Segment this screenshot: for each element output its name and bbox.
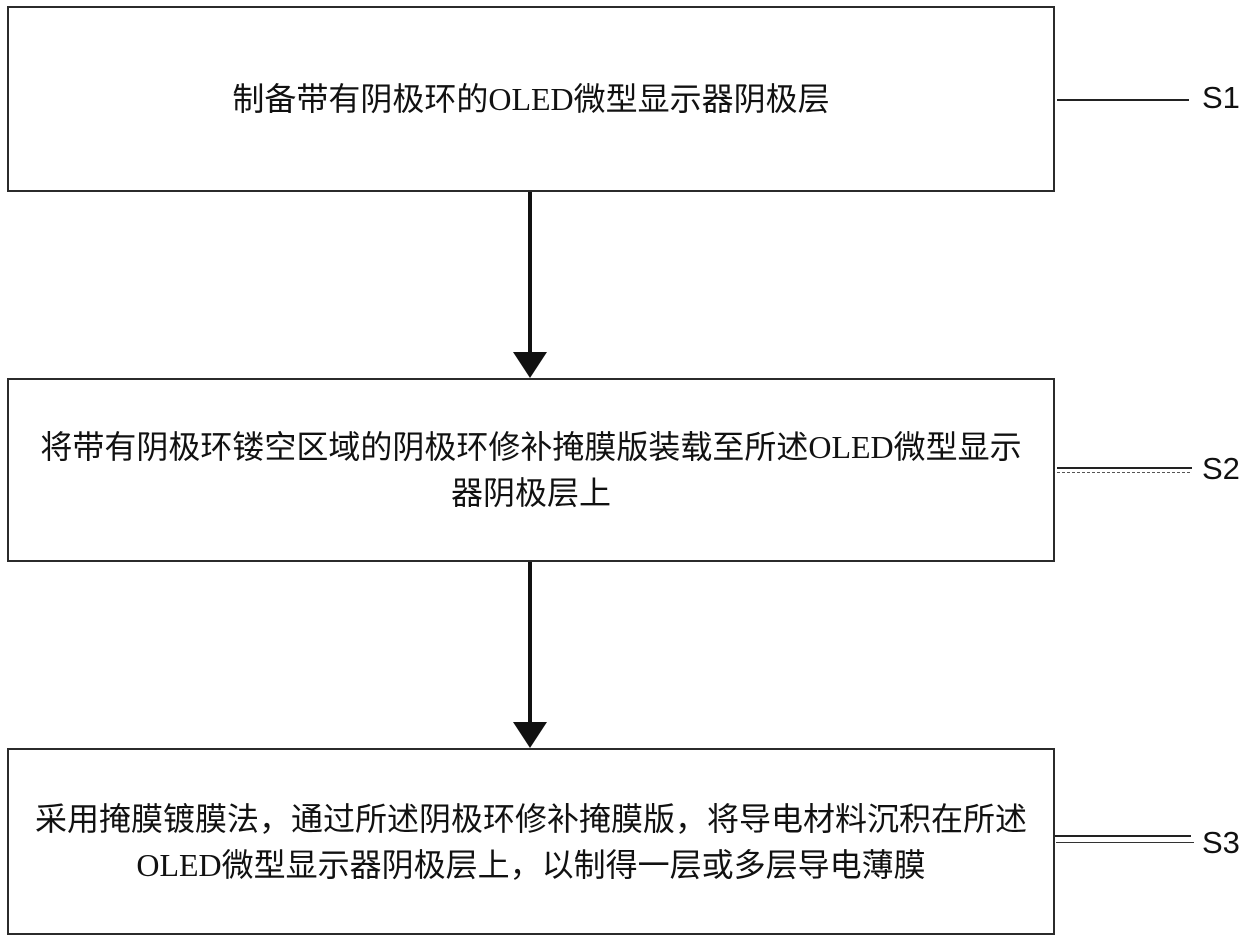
leader-line-s3 — [1055, 835, 1191, 837]
flow-arrow-2-shaft — [528, 562, 532, 724]
flow-arrow-1-shaft — [528, 192, 532, 354]
leader-line-s1 — [1057, 99, 1189, 101]
step-box-s1: 制备带有阴极环的OLED微型显示器阴极层 — [7, 6, 1055, 192]
step-label-s1: S1 — [1202, 80, 1240, 115]
step-label-s2: S2 — [1202, 451, 1240, 486]
step-s2-text-line-1: 将带有阴极环镂空区域的阴极环修补掩膜版装载至所述OLED微型显示 — [40, 429, 1022, 465]
step-s1-text-line-1: 制备带有阴极环的OLED微型显示器阴极层 — [232, 81, 830, 117]
step-box-s2: 将带有阴极环镂空区域的阴极环修补掩膜版装载至所述OLED微型显示 器阴极层上 — [7, 378, 1055, 562]
step-label-s3: S3 — [1202, 825, 1240, 860]
leader-line-s2 — [1057, 467, 1192, 469]
step-s3-text-line-1: 采用掩膜镀膜法，通过所述阴极环修补掩膜版，将导电材料沉积在所述 — [34, 800, 1027, 837]
step-s3-text-line-2: OLED微型显示器阴极层上，以制得一层或多层导电薄膜 — [136, 846, 926, 883]
step-s2-text-line-2: 器阴极层上 — [450, 475, 611, 511]
leader-line-s2-dashed-artifact — [1057, 472, 1190, 473]
leader-line-s3-lower — [1056, 842, 1194, 843]
step-box-s3: 采用掩膜镀膜法，通过所述阴极环修补掩膜版，将导电材料沉积在所述 OLED微型显示… — [7, 748, 1055, 935]
flow-arrow-2-arrowhead-icon — [513, 722, 547, 748]
flow-arrow-1-arrowhead-icon — [513, 352, 547, 378]
